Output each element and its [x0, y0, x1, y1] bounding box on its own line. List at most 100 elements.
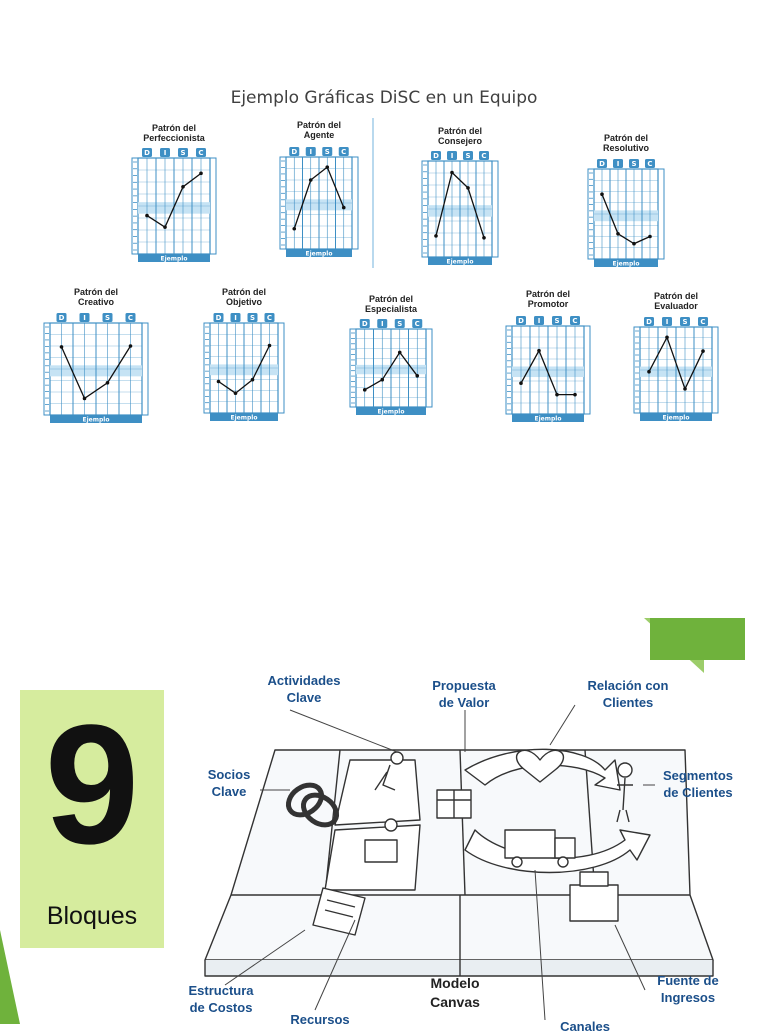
chart-footer	[138, 254, 210, 262]
right-rail	[141, 322, 149, 416]
nine-blocks-badge: 9 Bloques	[20, 690, 164, 948]
disc-tab	[412, 319, 423, 328]
right-rail	[657, 168, 665, 260]
disc-point	[216, 379, 221, 384]
footer-label: Ejemplo	[306, 250, 333, 257]
disc-letter: C	[341, 148, 346, 156]
pattern-title: Patrón del Agente	[296, 120, 341, 140]
disc-tab	[142, 148, 152, 157]
disc-tab	[359, 319, 370, 328]
left-rail	[349, 328, 357, 408]
disc-letter: S	[554, 317, 559, 325]
disc-point	[292, 226, 297, 231]
disc-point	[701, 349, 705, 353]
disc-letter: D	[362, 320, 368, 328]
disc-tab	[516, 316, 526, 325]
disc-tab	[264, 313, 275, 322]
disc-profile-line	[293, 166, 345, 229]
truck-icon	[504, 829, 576, 868]
disc-tab	[680, 317, 690, 326]
left-rail	[587, 168, 595, 260]
disc-letter: C	[481, 152, 486, 160]
disc-point	[397, 350, 402, 355]
pattern-title: Patrón del Perfeccionista	[143, 123, 205, 143]
disc-tab	[79, 313, 90, 322]
block-label-relacion: Relación con Clientes	[587, 678, 669, 710]
block-label-fuente: Fuente de Ingresos	[657, 973, 719, 1005]
green-accent-corner	[0, 930, 20, 1024]
disc-tab	[394, 319, 405, 328]
disc-tab	[289, 147, 300, 156]
disc-tab	[56, 313, 67, 322]
disc-profile-line	[146, 172, 202, 229]
disc-tab	[645, 159, 655, 168]
disc-point	[128, 344, 133, 348]
right-rail	[277, 322, 285, 414]
disc-tab	[463, 151, 473, 160]
footer-label: Ejemplo	[83, 416, 110, 423]
disc-letter: S	[465, 152, 470, 160]
section-divider	[372, 118, 374, 268]
chart-footer	[286, 249, 352, 257]
disc-tab	[377, 319, 388, 328]
disc-point	[683, 387, 687, 391]
blocks-number: 9	[44, 690, 140, 880]
disc-point	[163, 225, 167, 229]
disc-tab	[178, 148, 188, 157]
disc-point	[616, 232, 620, 236]
footer-label: Ejemplo	[231, 414, 258, 421]
disc-point	[519, 381, 523, 385]
disc-profile-line	[648, 335, 704, 391]
disc-letter: C	[267, 314, 272, 322]
disc-letter: S	[397, 320, 402, 328]
disc-tab	[431, 151, 441, 160]
pattern-title: Patrón del Evaluador	[653, 291, 698, 311]
disc-letter: S	[250, 314, 255, 322]
pattern-title: Patrón del Especialista	[364, 294, 418, 314]
right-rail	[583, 325, 591, 415]
disc-tab	[644, 317, 654, 326]
disc-point	[181, 185, 185, 189]
disc-letter: D	[518, 317, 524, 325]
disc-letter: D	[433, 152, 439, 160]
disc-point	[145, 213, 149, 218]
block-label-estructura: Estructura de Costos	[188, 983, 254, 1015]
disc-tab	[247, 313, 258, 322]
disc-point	[434, 234, 438, 238]
disc-tab	[613, 159, 623, 168]
footer-label: Ejemplo	[378, 408, 405, 415]
disc-tab	[552, 316, 562, 325]
disc-letter: I	[164, 149, 167, 157]
disc-letter: I	[666, 318, 669, 326]
disc-letter: I	[451, 152, 454, 160]
chart-footer	[210, 413, 278, 421]
left-rail	[203, 322, 211, 414]
disc-point	[105, 381, 110, 385]
disc-letter: D	[291, 148, 297, 156]
block-label-recursos: Recursos	[290, 1012, 350, 1027]
disc-point	[648, 234, 652, 239]
right-rail	[209, 157, 217, 255]
disc-point	[82, 396, 87, 401]
leader-lines	[224, 704, 655, 1021]
disc-letter: I	[83, 314, 86, 322]
customer-icon	[616, 762, 633, 823]
left-rail	[43, 322, 51, 416]
disc-letter: C	[700, 318, 705, 326]
disc-profile-line	[218, 345, 271, 395]
disc-tab	[662, 317, 672, 326]
cash-register-icon	[569, 871, 619, 922]
disc-point	[466, 186, 470, 190]
disc-tab	[322, 147, 333, 156]
pattern-title: Patrón del Promotor	[525, 289, 570, 309]
disc-tab	[597, 159, 607, 168]
pattern-title: Patrón del Consejero	[437, 126, 482, 146]
disc-letter: C	[128, 314, 133, 322]
heart-icon	[515, 749, 565, 783]
disc-point	[267, 343, 272, 348]
left-rail	[505, 325, 513, 415]
disc-point	[555, 392, 559, 397]
